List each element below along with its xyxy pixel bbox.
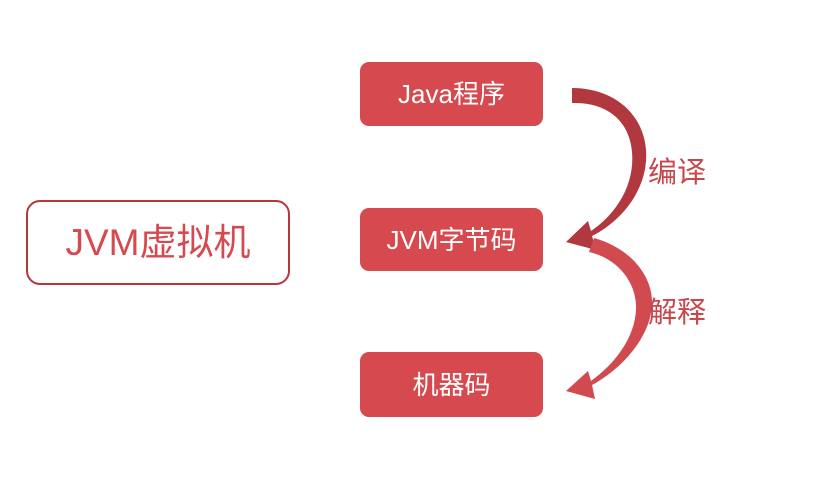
arrow-label-compile: 编译 [648,157,707,189]
curved-arrow-interpret [566,238,652,399]
stage-box-java-program: Java程序 [360,62,543,126]
arrow-label-interpret: 解释 [648,297,707,329]
stage-box-jvm-bytecode: JVM字节码 [360,208,543,271]
stage-box-label: Java程序 [398,79,505,109]
curved-arrow-compile [566,88,647,250]
stage-box-label: JVM字节码 [386,224,517,255]
jvm-title-box: JVM虚拟机 [26,200,290,285]
jvm-title-label: JVM虚拟机 [65,222,251,263]
stage-box-label: 机器码 [412,369,491,400]
stage-box-machine-code: 机器码 [360,352,543,417]
